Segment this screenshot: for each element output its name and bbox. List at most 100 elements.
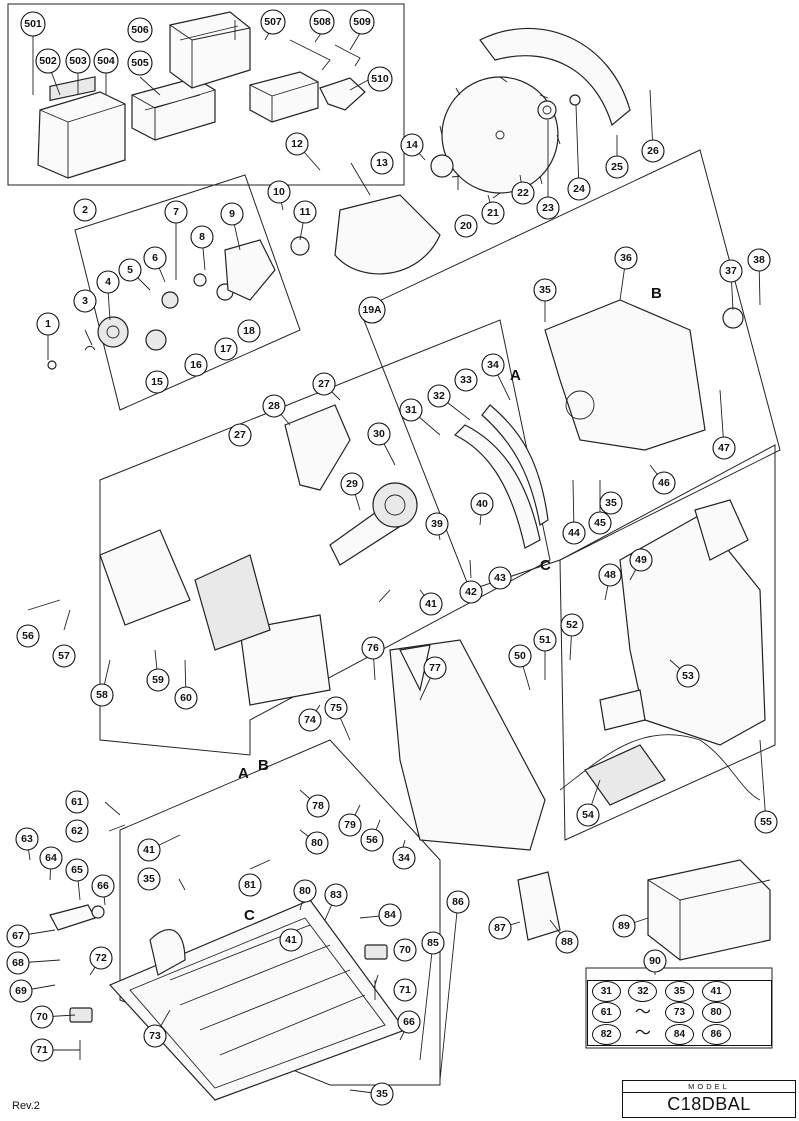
svg-text:78: 78: [312, 800, 324, 812]
callout-27-b: 27: [228, 423, 252, 447]
callout-69: 69: [9, 979, 33, 1003]
svg-text:71: 71: [36, 1044, 48, 1056]
callout-506: 506: [127, 17, 153, 43]
depth-lever-icon: [49, 904, 105, 931]
svg-text:35: 35: [539, 284, 551, 296]
callout-18: 18: [237, 319, 261, 343]
svg-text:52: 52: [566, 619, 578, 631]
svg-text:39: 39: [431, 518, 443, 530]
callout-81: 81: [238, 873, 262, 897]
callout-67: 67: [6, 924, 30, 948]
svg-text:53: 53: [682, 670, 694, 682]
callout-68: 68: [6, 951, 30, 975]
svg-text:37: 37: [725, 265, 737, 277]
callout-25: 25: [605, 155, 629, 179]
svg-text:27: 27: [234, 429, 246, 441]
kit-item: 32: [628, 981, 658, 1003]
ref-letter-b-base: B: [258, 757, 269, 774]
callout-26: 26: [641, 139, 665, 163]
svg-text:14: 14: [406, 139, 418, 151]
svg-text:1: 1: [45, 318, 51, 330]
callout-55: 55: [754, 810, 778, 834]
svg-text:501: 501: [24, 18, 42, 30]
callout-71-b: 71: [393, 978, 417, 1002]
callout-86: 86: [446, 890, 470, 914]
callout-37: 37: [719, 259, 743, 283]
svg-text:54: 54: [582, 809, 594, 821]
svg-text:44: 44: [568, 527, 580, 539]
callout-90: 90: [643, 949, 667, 973]
callout-505: 505: [127, 50, 153, 76]
svg-text:21: 21: [487, 207, 499, 219]
svg-text:15: 15: [151, 376, 163, 388]
callout-12: 12: [285, 132, 309, 156]
callout-503: 503: [65, 48, 91, 74]
callout-53: 53: [676, 664, 700, 688]
callout-80-a: 80: [305, 831, 329, 855]
callout-48: 48: [598, 563, 622, 587]
callout-3: 3: [73, 289, 97, 313]
svg-text:87: 87: [494, 922, 506, 934]
callout-51: 51: [533, 628, 557, 652]
svg-text:62: 62: [71, 825, 83, 837]
callout-65: 65: [65, 858, 89, 882]
callout-504: 504: [93, 48, 119, 74]
callout-70-b: 70: [393, 938, 417, 962]
svg-text:79: 79: [344, 819, 356, 831]
svg-text:28: 28: [268, 400, 280, 412]
brush-holder-icon: [284, 404, 351, 491]
body-group-frame: [359, 149, 781, 591]
callout-21: 21: [481, 201, 505, 225]
gear-assembly-icon: [47, 236, 310, 370]
motor-housing-icon: [389, 639, 546, 851]
svg-text:503: 503: [69, 55, 87, 67]
svg-text:41: 41: [143, 844, 155, 856]
svg-text:16: 16: [190, 359, 202, 371]
svg-text:90: 90: [649, 955, 661, 967]
callout-39: 39: [425, 512, 449, 536]
gear-group-frame: [74, 174, 301, 411]
callout-66-a: 66: [91, 874, 115, 898]
svg-text:35: 35: [143, 873, 155, 885]
switch-wiring-icon: [559, 689, 761, 806]
svg-text:59: 59: [152, 674, 164, 686]
callout-77: 77: [423, 656, 447, 680]
callout-85: 85: [421, 931, 445, 955]
callout-49: 49: [629, 548, 653, 572]
callout-35-d: 35: [370, 1082, 394, 1106]
handle-group-frame: [559, 444, 776, 841]
callout-17: 17: [214, 337, 238, 361]
callout-13: 13: [370, 151, 394, 175]
svg-text:61: 61: [71, 796, 83, 808]
callout-50: 50: [508, 644, 532, 668]
callout-63: 63: [15, 827, 39, 851]
callout-6: 6: [143, 246, 167, 270]
washer-flange-icon: [430, 94, 581, 178]
callout-40: 40: [470, 492, 494, 516]
kit-item: 35: [664, 981, 694, 1003]
svg-text:71: 71: [399, 984, 411, 996]
base-group-frame: [119, 739, 441, 1086]
svg-text:63: 63: [21, 833, 33, 845]
handle-housing-icon: [619, 499, 766, 746]
callout-60: 60: [174, 686, 198, 710]
kit-item: 80: [701, 1002, 731, 1024]
callout-1: 1: [36, 312, 60, 336]
callout-44: 44: [562, 521, 586, 545]
callout-43: 43: [488, 566, 512, 590]
svg-text:6: 6: [152, 252, 158, 264]
svg-text:23: 23: [542, 202, 554, 214]
svg-text:510: 510: [371, 73, 389, 85]
kit-item: 86: [701, 1023, 731, 1045]
curved-plate-icon: [453, 404, 549, 549]
callout-41-c: 41: [279, 928, 303, 952]
svg-text:35: 35: [376, 1088, 388, 1100]
callout-64: 64: [39, 846, 63, 870]
svg-text:34: 34: [398, 852, 410, 864]
callout-46: 46: [652, 471, 676, 495]
svg-text:85: 85: [427, 937, 439, 949]
callout-24: 24: [567, 177, 591, 201]
callout-66-b: 66: [397, 1010, 421, 1034]
svg-text:3: 3: [82, 295, 88, 307]
